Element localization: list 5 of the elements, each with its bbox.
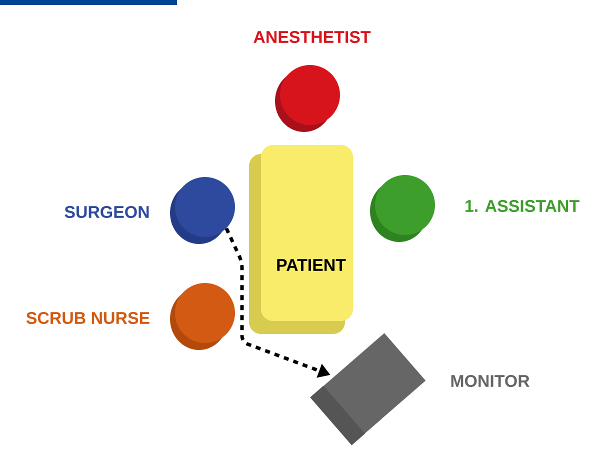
role-label: MONITOR (451, 375, 530, 387)
role-label: ANESTHETIST (254, 31, 371, 43)
role-label: 1. ASSISTANT (466, 200, 580, 212)
role-label: SURGEON (64, 206, 149, 218)
role-label: SCRUB NURSE (26, 312, 150, 324)
